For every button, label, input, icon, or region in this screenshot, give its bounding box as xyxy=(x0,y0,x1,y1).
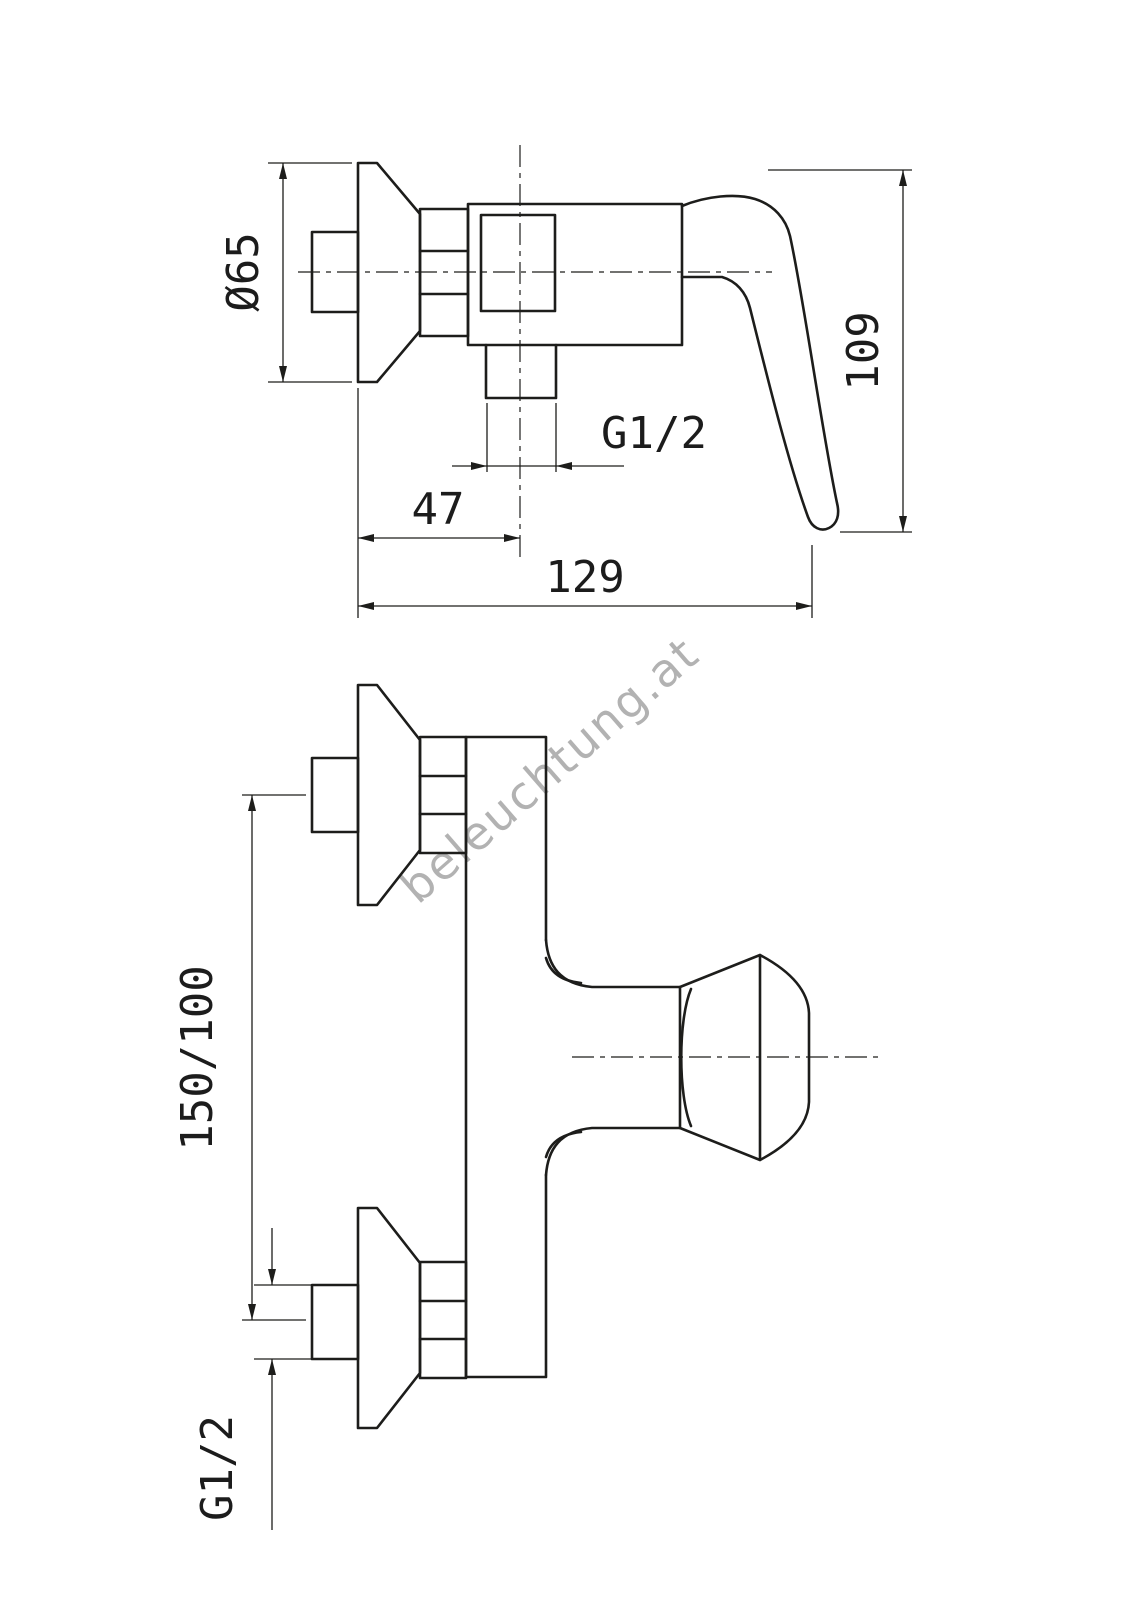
dim-overall-height: 109 xyxy=(768,169,912,533)
dim-label-wall-to-center: 47 xyxy=(412,484,465,535)
dim-extension-lines xyxy=(254,1284,318,1360)
dim-label-overall-height: 109 xyxy=(838,311,889,390)
dim-extension-lines xyxy=(768,169,912,533)
dim-overall-depth: 129 xyxy=(358,545,813,618)
front-view-geometry xyxy=(310,683,880,1430)
lever-handle xyxy=(680,194,840,531)
outlet-port xyxy=(484,343,558,400)
valve-body xyxy=(466,202,684,347)
dim-outlet-thread: G1/2 xyxy=(452,403,707,472)
dim-connection-thread: G1/2 xyxy=(192,1228,318,1530)
hex-nut-top-facets xyxy=(418,774,468,816)
hex-nut-bottom-facets xyxy=(418,1299,468,1341)
dim-label-connection-thread: G1/2 xyxy=(192,1415,243,1521)
body-transition-bottom xyxy=(544,1126,682,1177)
cartridge-detail xyxy=(479,213,557,313)
dim-label-outlet-thread: G1/2 xyxy=(601,408,707,459)
body-slab xyxy=(464,735,548,1379)
side-view-geometry xyxy=(298,145,840,560)
dim-label-overall-depth: 129 xyxy=(545,552,624,603)
dim-label-connection-spacing: 150/100 xyxy=(172,965,223,1150)
dim-connection-spacing: 150/100 xyxy=(172,794,306,1321)
handle-knob-dome xyxy=(679,987,693,1128)
side-view-dimensions: Ø65 109 G1/2 47 xyxy=(218,162,912,618)
front-view: 150/100 G1/2 xyxy=(172,683,880,1530)
hex-nut-bottom xyxy=(418,1260,468,1380)
dim-extension-lines xyxy=(486,403,557,472)
side-view: Ø65 109 G1/2 47 xyxy=(218,145,912,618)
dim-wall-to-center: 47 xyxy=(357,388,520,618)
front-view-dimensions: 150/100 G1/2 xyxy=(172,794,318,1530)
body-transition-top xyxy=(544,938,682,989)
dim-label-flange-diameter: Ø65 xyxy=(218,232,269,311)
body-transition-top-detail xyxy=(544,956,583,985)
dim-flange-diameter: Ø65 xyxy=(218,162,352,383)
hex-nut-facets xyxy=(418,249,470,296)
body-transition-bottom-detail xyxy=(544,1130,583,1159)
